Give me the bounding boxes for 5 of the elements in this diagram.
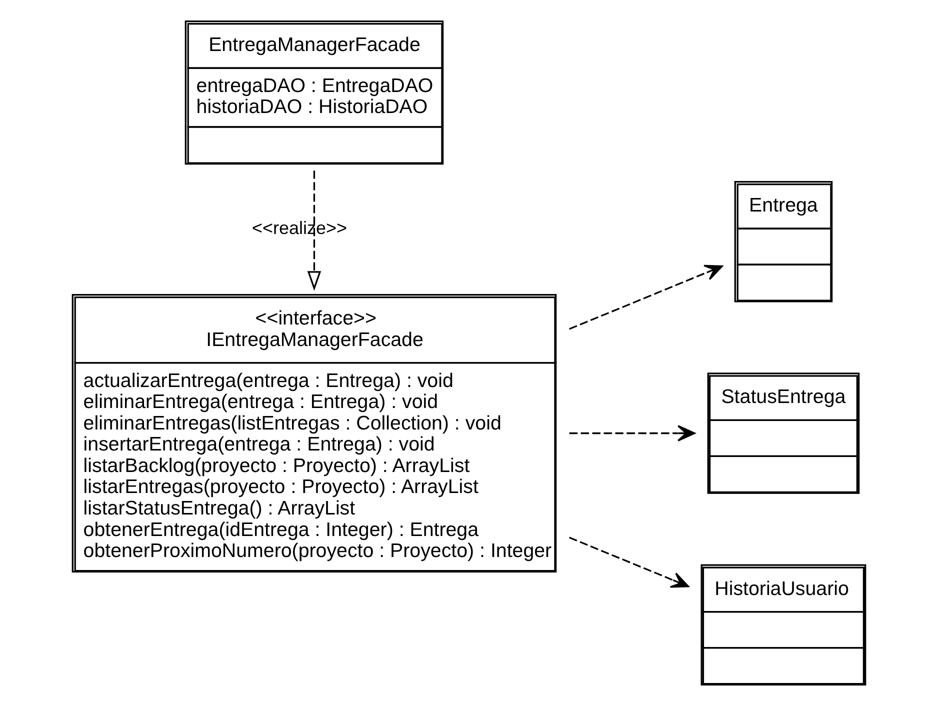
arrow [307,170,322,291]
edge-label: <<realize>> [252,218,348,238]
arrow [568,264,723,330]
arrow [569,425,696,442]
arrow [568,536,690,588]
